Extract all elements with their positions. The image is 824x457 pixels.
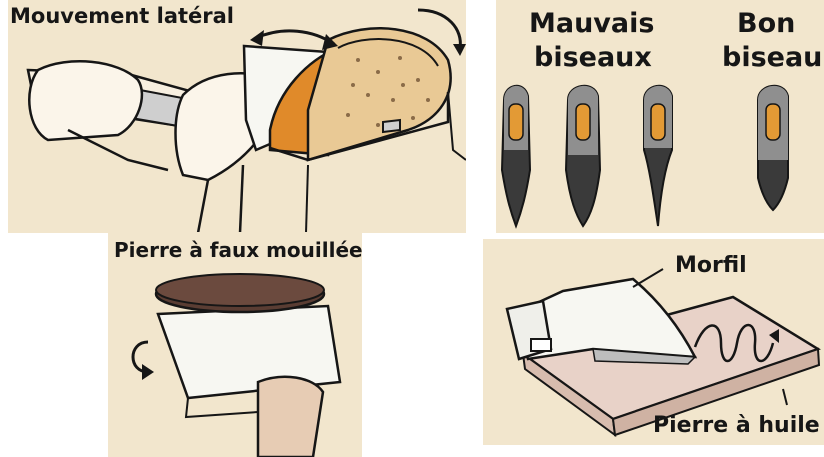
bad-bevel-2 <box>566 86 600 226</box>
bad-bevels-label-line1: Mauvais <box>529 10 654 37</box>
good-bevel-label-line2: biseau <box>722 44 822 71</box>
good-bevel-label-line1: Bon <box>737 10 795 37</box>
wet-stone-panel: Pierre à faux mouillée <box>108 232 362 457</box>
bad-bevels-label-line2: biseaux <box>534 44 652 71</box>
good-bevel <box>758 86 788 210</box>
wet-stone-illustration <box>108 232 362 457</box>
lateral-movement-label: Mouvement latéral <box>10 6 234 27</box>
lateral-movement-illustration <box>8 0 466 233</box>
wet-stone-label: Pierre à faux mouillée <box>114 240 362 260</box>
bevels-panel: Mauvais biseaux Bon biseau <box>496 0 824 233</box>
oil-stone-panel: Morfil Pierre à huile <box>483 239 824 445</box>
bad-bevel-3 <box>644 86 672 226</box>
oil-stone-label: Pierre à huile <box>653 415 820 437</box>
lateral-movement-panel: Mouvement latéral <box>8 0 466 233</box>
bad-bevel-1 <box>502 86 530 226</box>
burr-label: Morfil <box>675 255 747 277</box>
